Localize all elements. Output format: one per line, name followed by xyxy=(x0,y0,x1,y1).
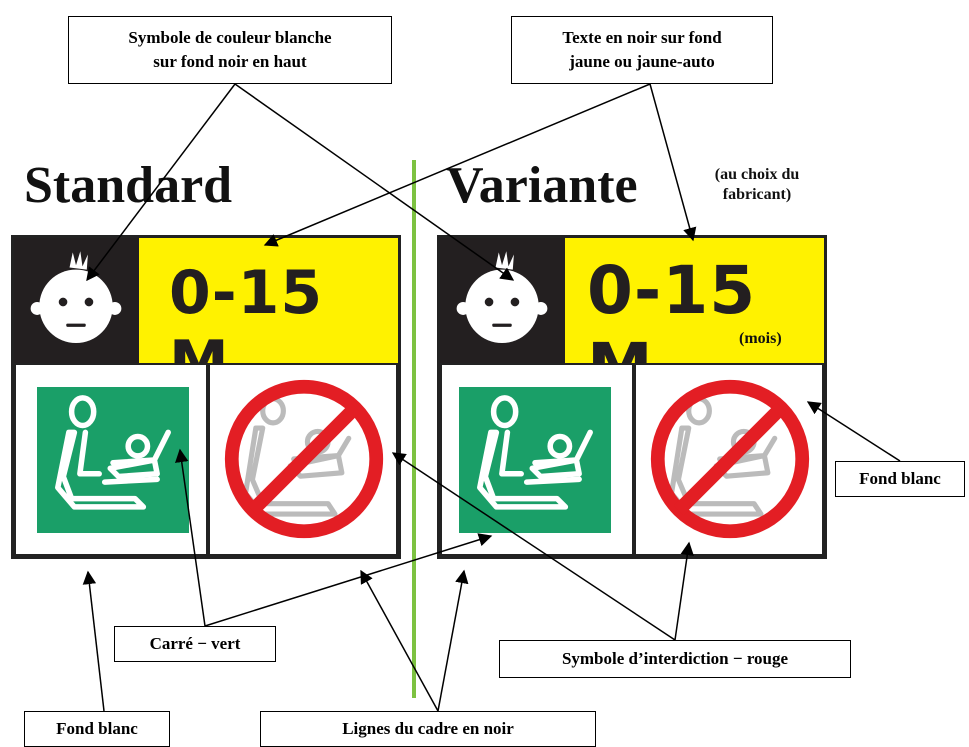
callout-frame-lines: Lignes du cadre en noir xyxy=(260,711,596,747)
arrow-yellow-variant xyxy=(649,83,697,242)
prohibition-icon xyxy=(224,379,384,539)
arrow-frame-standard xyxy=(360,569,439,712)
heading-standard: Standard xyxy=(24,157,233,214)
age-unit-text: (mois) xyxy=(739,330,782,347)
callout-white-bg-left: Fond blanc xyxy=(24,711,170,747)
divider-line xyxy=(412,160,416,698)
callout-prohibition-red: Symbole d’interdiction − rouge xyxy=(499,640,851,678)
heading-variant: Variante xyxy=(446,157,638,214)
callout-green-square: Carré − vert xyxy=(114,626,276,662)
yellow-age-cell: 0-15 M (mois) xyxy=(565,238,824,406)
black-symbol-cell xyxy=(440,238,565,363)
variant-label: 0-15 M (mois) xyxy=(437,235,827,559)
rear-facing-seat-icon xyxy=(477,395,593,510)
green-square xyxy=(459,387,611,533)
allowed-cell xyxy=(440,363,634,556)
baby-face-icon xyxy=(30,251,122,344)
arrow-frame-variant xyxy=(437,569,469,712)
prohibited-cell xyxy=(634,363,824,556)
baby-face-icon xyxy=(456,251,548,344)
black-symbol-cell xyxy=(14,238,139,363)
rear-facing-seat-icon xyxy=(55,395,171,510)
standard-label: 0-15 M xyxy=(11,235,401,559)
variant-note: (au choix du fabricant) xyxy=(714,166,800,203)
yellow-age-cell: 0-15 M xyxy=(139,238,398,398)
arrow-white-left xyxy=(82,570,105,712)
callout-white-bg-right: Fond blanc xyxy=(835,461,965,497)
green-square xyxy=(37,387,189,533)
allowed-cell xyxy=(14,363,208,556)
prohibited-cell xyxy=(208,363,398,556)
callout-symbol-top: Symbole de couleur blanche sur fond noir… xyxy=(68,16,392,84)
prohibition-icon xyxy=(650,379,810,539)
callout-text-yellow: Texte en noir sur fond jaune ou jaune-au… xyxy=(511,16,773,84)
